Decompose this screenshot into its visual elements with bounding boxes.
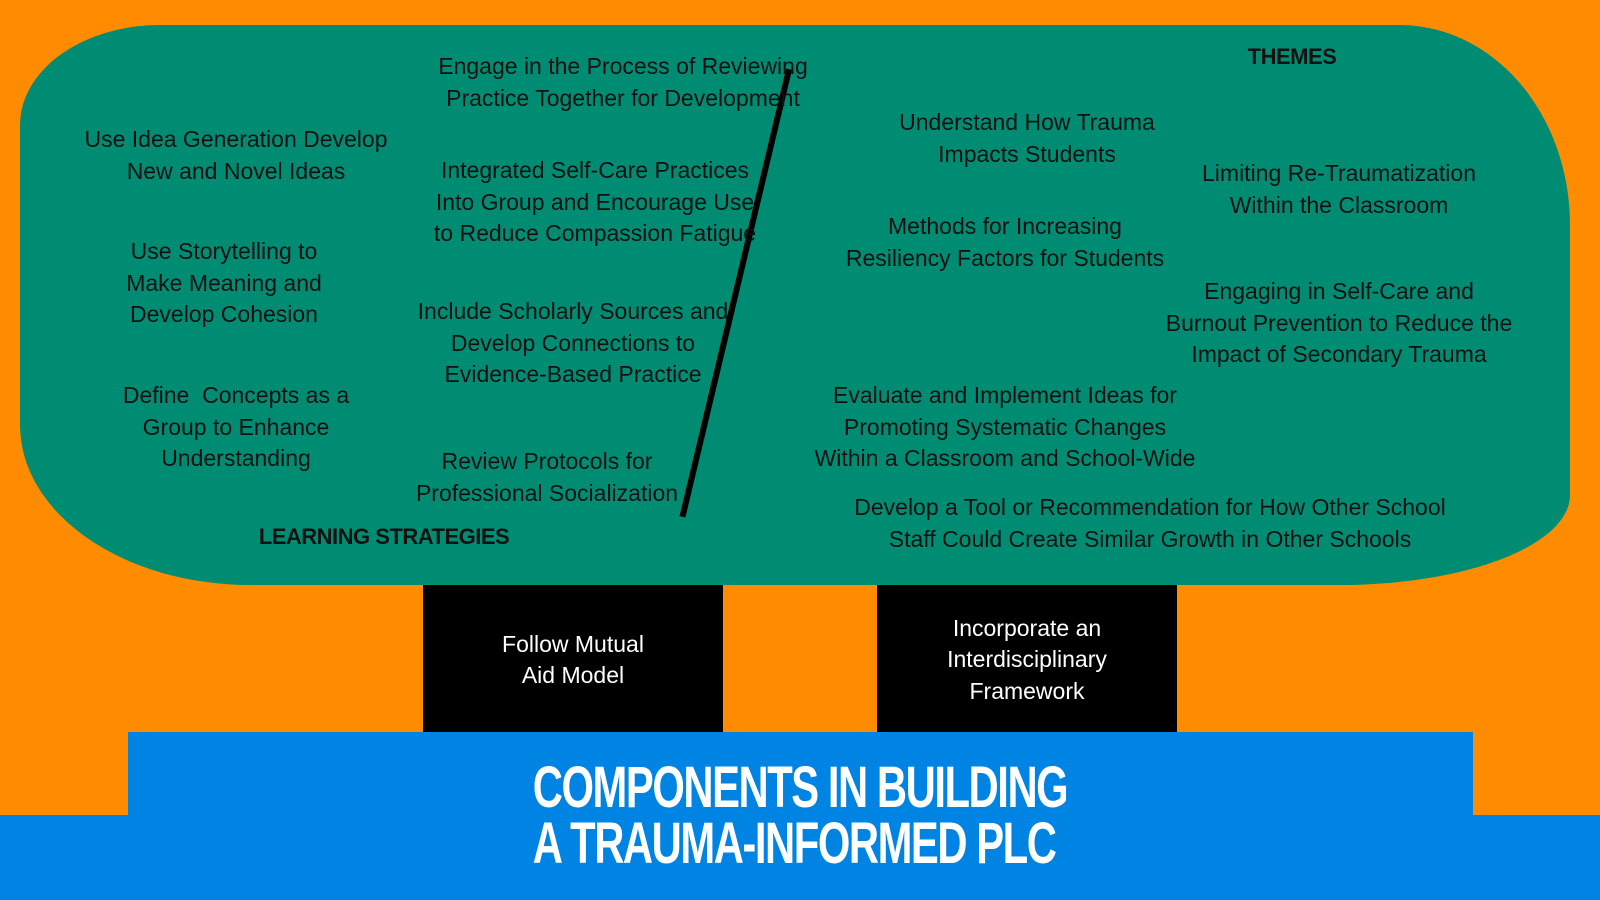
strategy-review-protocols: Review Protocols for Professional Social… — [415, 448, 679, 506]
theme-trauma-impact: Understand How Trauma Impacts Students — [899, 109, 1155, 167]
theme-develop-tool: Develop a Tool or Recommendation for How… — [854, 494, 1446, 552]
theme-systematic-changes: Evaluate and Implement Ideas for Promoti… — [814, 382, 1196, 471]
theme-self-care-burnout: Engaging in Self-Care and Burnout Preven… — [1165, 278, 1513, 367]
strategy-idea-generation: Use Idea Generation Develop New and Nove… — [84, 126, 388, 184]
strategy-define-concepts: Define Concepts as a Group to Enhance Un… — [122, 382, 350, 471]
themes-label: THEMES — [1247, 44, 1337, 69]
pillar-interdisciplinary: Incorporate an Interdisciplinary Framewo… — [877, 585, 1177, 735]
diagram-title: COMPONENTS IN BUILDING A TRAUMA-INFORMED… — [532, 755, 1069, 876]
strategy-review-practice: Engage in the Process of Reviewing Pract… — [438, 53, 808, 111]
pillar-mutual-aid: Follow Mutual Aid Model — [423, 585, 723, 735]
strategy-scholarly-sources: Include Scholarly Sources and Develop Co… — [417, 298, 729, 387]
base-top — [128, 732, 1473, 822]
theme-limit-retraumatization: Limiting Re-Traumatization Within the Cl… — [1202, 160, 1476, 218]
strategy-storytelling: Use Storytelling to Make Meaning and Dev… — [126, 238, 322, 327]
learning-strategies-label: LEARNING STRATEGIES — [258, 524, 510, 549]
base-bottom — [0, 815, 1600, 900]
theme-resiliency: Methods for Increasing Resiliency Factor… — [845, 213, 1165, 271]
theme-strategy-blob — [20, 25, 1570, 585]
strategy-self-care: Integrated Self-Care Practices Into Grou… — [433, 157, 757, 246]
